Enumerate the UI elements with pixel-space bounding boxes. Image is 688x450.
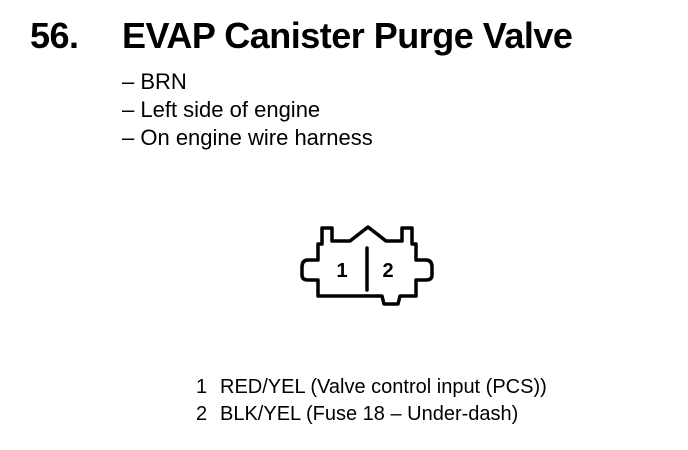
pinout-row: 2 BLK/YEL (Fuse 18 – Under-dash) xyxy=(196,401,547,428)
pin-1-label: 1 xyxy=(336,260,347,282)
component-title: EVAP Canister Purge Valve xyxy=(122,15,573,56)
detail-location: Left side of engine xyxy=(122,96,373,124)
detail-connector-color: BRN xyxy=(122,68,373,96)
pinout-number: 2 xyxy=(196,403,208,425)
pinout-description: BLK/YEL (Fuse 18 – Under-dash) xyxy=(220,403,519,425)
component-details: BRN Left side of engine On engine wire h… xyxy=(122,68,373,152)
pinout-number: 1 xyxy=(196,376,208,398)
detail-harness: On engine wire harness xyxy=(122,124,372,152)
component-number: 56. xyxy=(30,15,79,56)
connector-face-drawing: 1 2 xyxy=(300,225,434,306)
pinout-row: 1 RED/YEL (Valve control input (PCS)) xyxy=(196,374,547,401)
pin-2-label: 2 xyxy=(382,260,393,282)
pinout-description: RED/YEL (Valve control input (PCS)) xyxy=(220,376,547,398)
connector-diagram: 1 2 xyxy=(298,216,436,308)
pinout-list: 1 RED/YEL (Valve control input (PCS)) 2 BL… xyxy=(196,374,547,428)
connector-housing xyxy=(300,225,434,306)
component-heading: 56. EVAP Canister Purge Valve xyxy=(30,14,573,58)
